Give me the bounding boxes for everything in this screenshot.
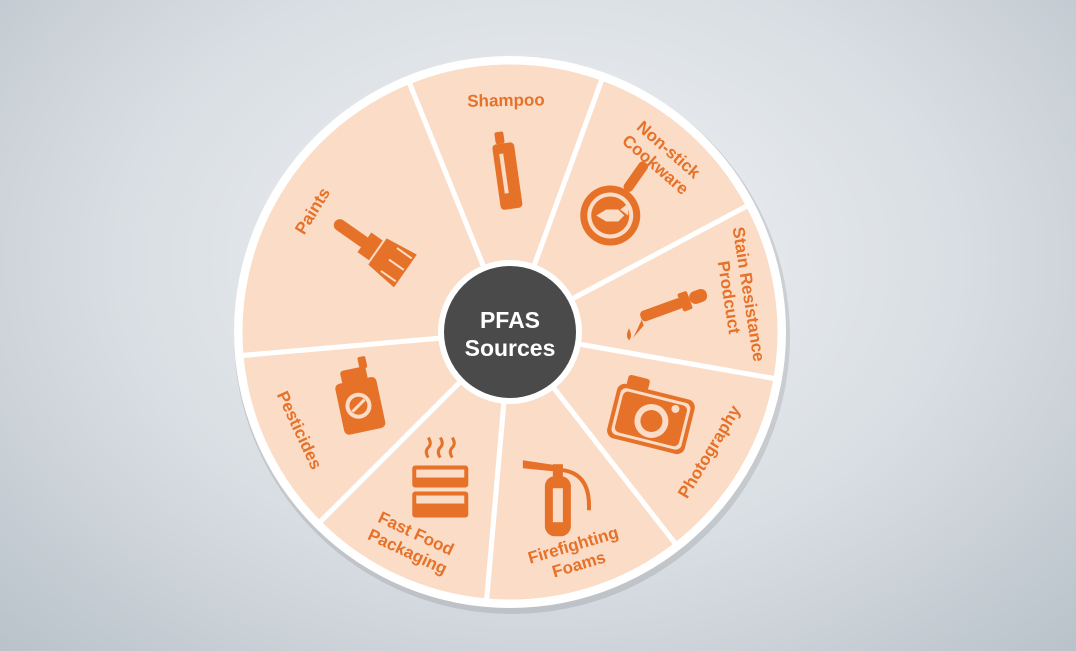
segment-label-line: Shampoo [467, 90, 545, 110]
food-container-icon [412, 436, 469, 518]
camera-icon [607, 374, 695, 455]
center-title-line1: PFAS [480, 307, 540, 333]
spray-can-icon [335, 356, 386, 435]
frying-pan-icon [580, 161, 649, 246]
paintbrush-icon [333, 219, 417, 288]
fire-extinguisher-icon [522, 460, 591, 537]
segment-label-shampoo: Shampoo [467, 90, 545, 110]
dropper-icon [626, 288, 708, 341]
center-title-line2: Sources [465, 335, 556, 361]
center-hub [444, 266, 576, 398]
shampoo-bottle-icon [492, 131, 523, 210]
